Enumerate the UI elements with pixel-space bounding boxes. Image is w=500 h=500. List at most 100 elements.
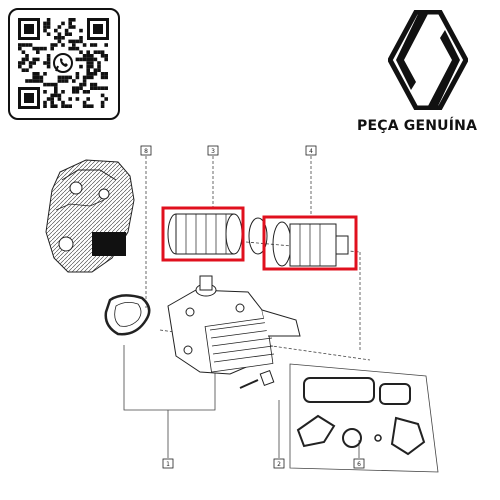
- qr-module: [68, 21, 72, 26]
- qr-module: [50, 93, 54, 98]
- parts-diagram: 8 3 4 1 2 6: [45, 145, 439, 473]
- qr-module: [72, 43, 76, 47]
- highlight-box-part-3: [161, 206, 245, 262]
- qr-module: [68, 39, 72, 44]
- callout-8[interactable]: 8: [140, 145, 152, 156]
- qr-module: [32, 72, 36, 76]
- qr-module: [93, 50, 98, 54]
- qr-module: [36, 79, 40, 83]
- qr-module: [32, 79, 36, 83]
- qr-module: [68, 104, 72, 108]
- qr-module: [72, 46, 76, 51]
- qr-module: [79, 39, 83, 44]
- qr-module: [86, 57, 90, 62]
- qr-module: [72, 25, 76, 29]
- qr-module: [43, 28, 47, 33]
- qr-module: [75, 90, 80, 94]
- qr-module: [28, 64, 33, 69]
- qr-module: [57, 93, 62, 98]
- qr-module: [79, 36, 83, 40]
- qr-code[interactable]: [8, 8, 120, 120]
- qr-module: [21, 57, 26, 62]
- qr-module: [90, 86, 94, 90]
- qr-module: [86, 50, 90, 54]
- qr-module: [50, 82, 54, 87]
- qr-module: [43, 46, 47, 51]
- qr-module: [25, 43, 29, 47]
- qr-module: [21, 50, 26, 54]
- qr-module: [68, 46, 72, 51]
- qr-module: [86, 54, 90, 58]
- qr-module: [90, 72, 94, 76]
- callout-3[interactable]: 3: [207, 145, 219, 156]
- qr-module: [43, 21, 47, 26]
- qr-module: [46, 61, 51, 65]
- part-8-gasket[interactable]: [104, 294, 151, 336]
- qr-module: [75, 39, 80, 44]
- qr-module: [39, 75, 44, 80]
- callout-1[interactable]: 1: [162, 458, 174, 469]
- svg-text:3: 3: [211, 148, 215, 155]
- qr-module: [46, 32, 51, 36]
- qr-module: [25, 79, 29, 83]
- part-1-oil-filter-housing[interactable]: [167, 275, 301, 375]
- part-6-gasket-kit[interactable]: [289, 363, 439, 473]
- qr-module: [82, 82, 87, 87]
- qr-module: [86, 90, 90, 94]
- qr-module: [104, 43, 108, 47]
- callout-6[interactable]: 6: [353, 458, 365, 469]
- part-2-bolt[interactable]: [239, 370, 275, 389]
- callout-2[interactable]: 2: [273, 458, 285, 469]
- qr-module: [82, 43, 87, 47]
- qr-pattern: [18, 18, 109, 109]
- qr-module: [104, 86, 108, 90]
- qr-module: [61, 75, 65, 80]
- qr-module: [61, 90, 65, 94]
- qr-module: [64, 28, 69, 33]
- part-4-filter-cap[interactable]: [262, 215, 358, 271]
- qr-module: [104, 75, 108, 80]
- qr-module: [46, 18, 51, 22]
- qr-module: [79, 86, 83, 90]
- qr-module: [54, 104, 58, 108]
- qr-module: [90, 104, 94, 108]
- qr-module: [46, 97, 51, 101]
- qr-module: [21, 68, 26, 72]
- seal-ring[interactable]: [248, 217, 268, 255]
- qr-module: [50, 46, 54, 51]
- qr-module: [68, 75, 72, 80]
- qr-module: [61, 79, 65, 83]
- qr-module: [97, 68, 101, 72]
- qr-module: [18, 46, 22, 51]
- qr-module: [57, 36, 62, 40]
- qr-module: [75, 57, 80, 62]
- qr-module: [82, 104, 87, 108]
- qr-module: [21, 61, 26, 65]
- qr-module: [36, 50, 40, 54]
- qr-module: [100, 72, 105, 76]
- callout-4[interactable]: 4: [305, 145, 317, 156]
- qr-module: [28, 79, 33, 83]
- qr-module: [90, 43, 94, 47]
- qr-module: [28, 61, 33, 65]
- qr-module: [68, 25, 72, 29]
- qr-module: [32, 75, 36, 80]
- qr-module: [32, 46, 36, 51]
- qr-module: [43, 25, 47, 29]
- qr-module: [61, 21, 65, 26]
- qr-module: [93, 86, 98, 90]
- qr-module: [90, 61, 94, 65]
- qr-module: [82, 100, 87, 105]
- svg-text:1: 1: [166, 461, 170, 468]
- qr-module: [90, 64, 94, 69]
- qr-module: [93, 43, 98, 47]
- part-3-filter-element[interactable]: [161, 206, 245, 262]
- qr-module: [86, 61, 90, 65]
- qr-module: [64, 75, 69, 80]
- qr-module: [100, 104, 105, 108]
- qr-module: [43, 90, 47, 94]
- qr-module: [54, 36, 58, 40]
- qr-module: [39, 79, 44, 83]
- qr-module: [43, 82, 47, 87]
- qr-module: [82, 57, 87, 62]
